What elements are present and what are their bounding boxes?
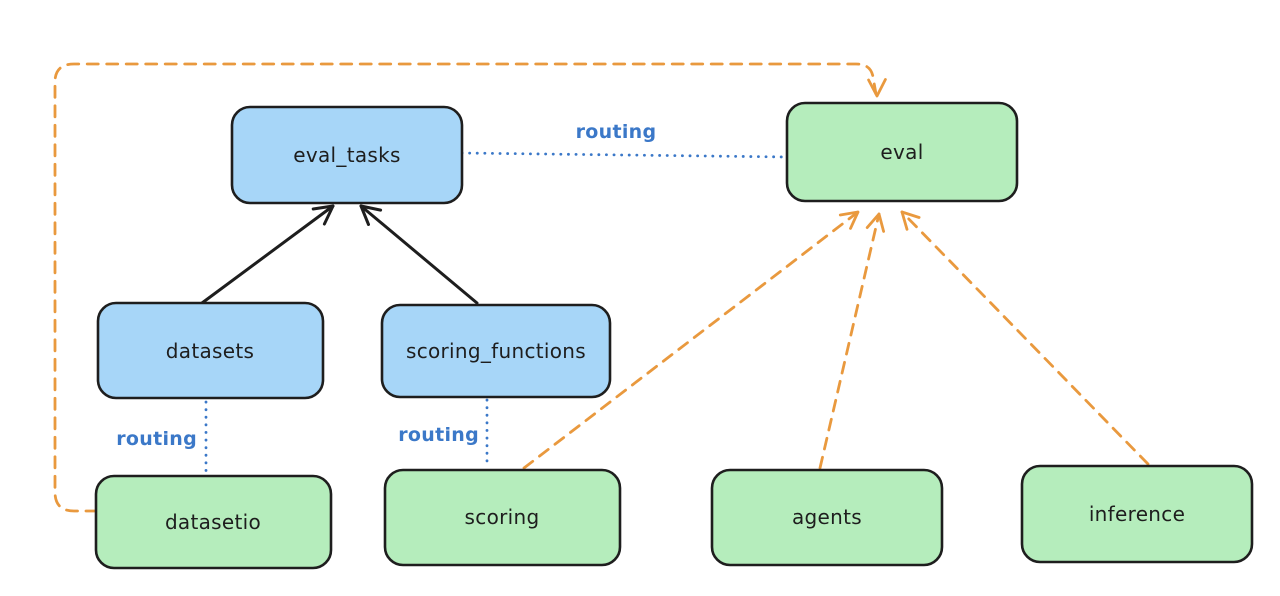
edge-scoring-functions-to-eval-tasks: [359, 204, 479, 305]
node-label: eval: [880, 140, 923, 164]
node-label: eval_tasks: [293, 143, 400, 167]
edge-line: [200, 204, 335, 305]
edge-line: [53, 62, 878, 513]
node-datasets: datasets: [96, 301, 325, 400]
arrowhead: [359, 204, 383, 226]
node-box: [94, 474, 333, 570]
edge-line: [359, 204, 479, 305]
arrowhead: [838, 210, 860, 230]
edge-line: [522, 210, 860, 470]
arrowhead: [865, 212, 885, 233]
node-eval: eval: [785, 101, 1019, 203]
node-label: datasets: [166, 339, 254, 363]
node-box: [383, 468, 622, 567]
node-eval-tasks: eval_tasks: [230, 105, 464, 205]
edge-label-routing: routing: [576, 121, 657, 143]
node-scoring: scoring: [383, 468, 622, 567]
edge-line: [460, 151, 789, 159]
node-box: [96, 301, 325, 400]
edge-label-routing: routing: [398, 424, 479, 446]
node-box: [230, 105, 464, 205]
edge-scoring-to-eval: [522, 210, 860, 470]
node-label: scoring: [465, 505, 540, 529]
arrowhead: [900, 210, 921, 231]
edge-datasets-to-eval-tasks: [200, 204, 335, 305]
node-label: datasetio: [165, 510, 261, 534]
edge-line: [818, 212, 881, 470]
node-box: [380, 303, 612, 399]
edge-inference-to-eval: [900, 210, 1150, 466]
edge-datasetio-to-eval-loop: [53, 62, 887, 513]
arrowhead: [867, 78, 887, 98]
node-agents: agents: [710, 468, 944, 567]
edge-label-routing: routing: [116, 428, 197, 450]
node-label: inference: [1089, 502, 1185, 526]
node-label: scoring_functions: [406, 339, 586, 363]
edge-agents-to-eval: [818, 212, 885, 470]
node-label: agents: [792, 505, 862, 529]
node-box: [710, 468, 944, 567]
edge-line: [900, 210, 1150, 466]
node-datasetio: datasetio: [94, 474, 333, 570]
arrowhead: [311, 204, 335, 226]
node-box: [1020, 464, 1254, 564]
node-box: [785, 101, 1019, 203]
edge-scoring-functions-to-scoring: routing: [398, 398, 489, 469]
node-scoring-functions: scoring_functions: [380, 303, 612, 399]
edge-eval-tasks-to-eval: routing: [460, 121, 789, 159]
node-inference: inference: [1020, 464, 1254, 564]
edge-datasets-to-datasetio: routing: [116, 400, 208, 475]
